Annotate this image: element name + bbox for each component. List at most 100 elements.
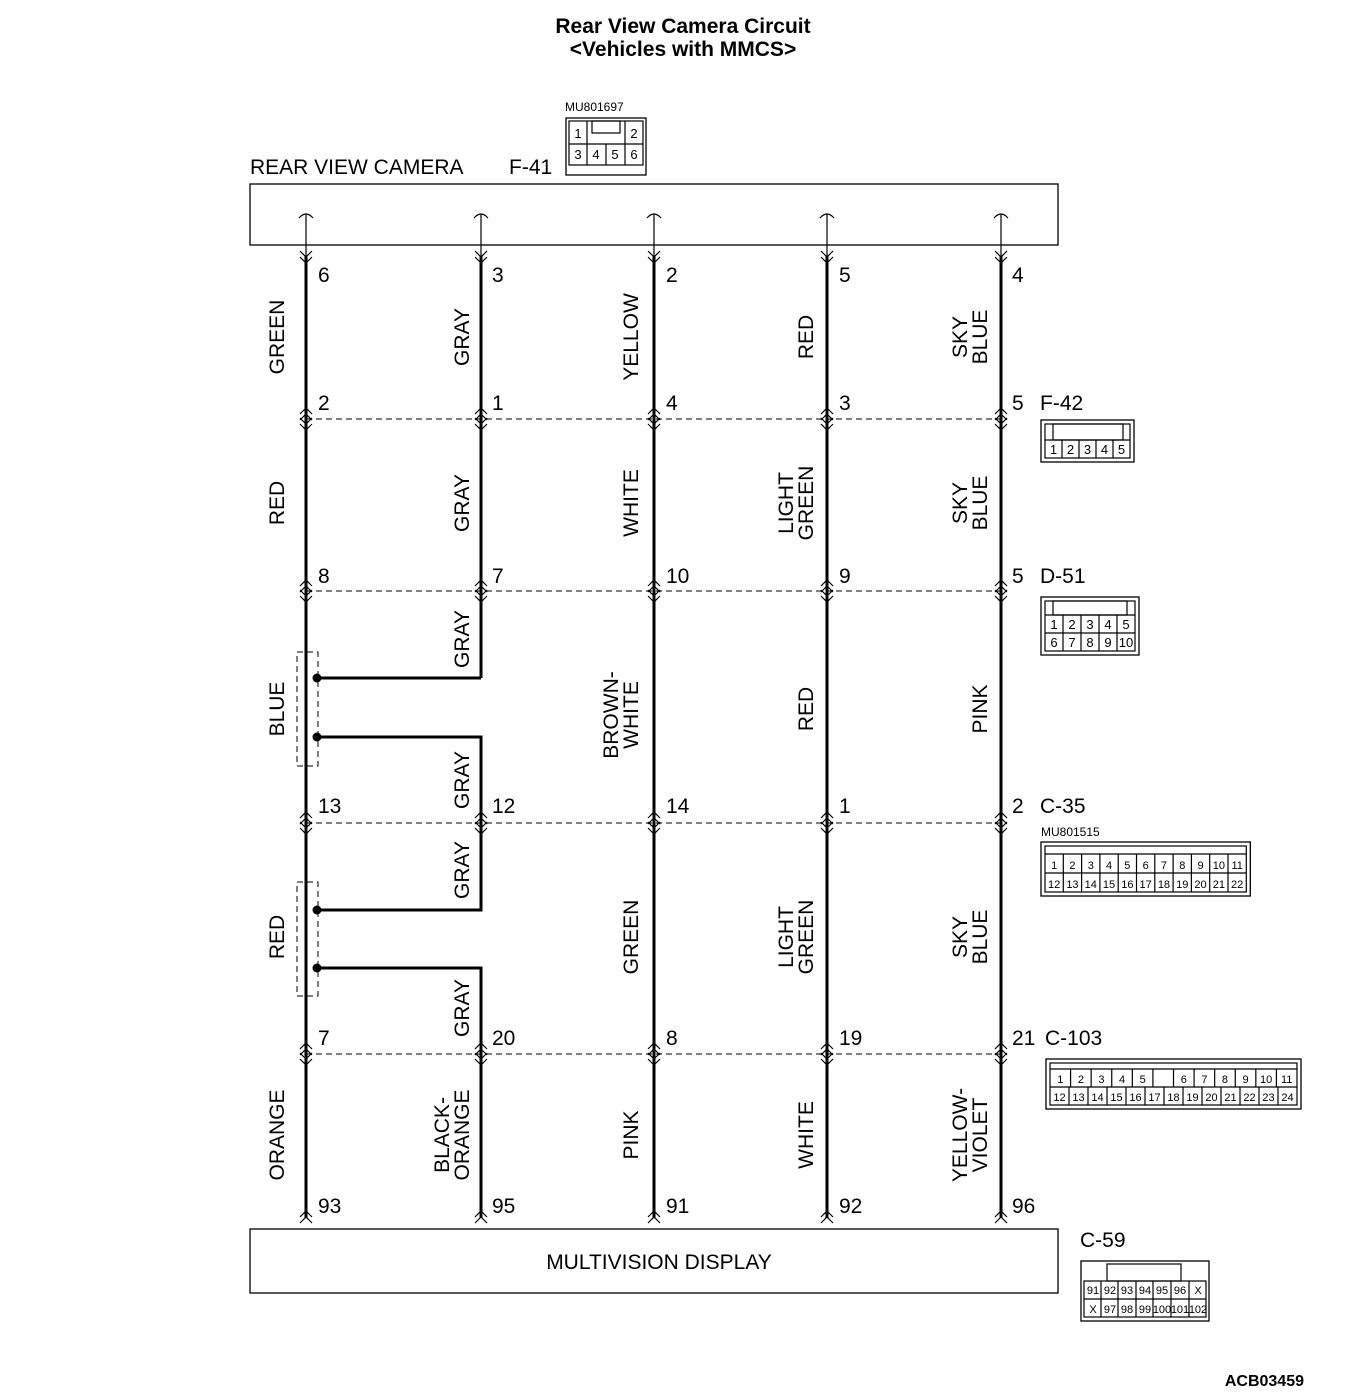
splice-dot-icon (312, 963, 322, 973)
wire-color-label: SKYBLUE (949, 910, 992, 965)
wire-color-label: BROWN-WHITE (600, 671, 643, 759)
svg-text:8: 8 (1086, 635, 1093, 650)
connector-latch-icon (1052, 600, 1128, 616)
wire-color-label: YELLOW-VIOLET (949, 1088, 992, 1182)
wire-color-label: RED (266, 915, 289, 959)
svg-text:10: 10 (1260, 1074, 1272, 1086)
c103-connector-label: C-103 (1045, 1027, 1102, 1050)
wire-color-label: GRAY (451, 610, 474, 668)
pin-number: 5 (1012, 565, 1024, 588)
pin-number: 2 (318, 392, 330, 415)
svg-text:97: 97 (1104, 1304, 1116, 1316)
pin-number: 7 (318, 1027, 330, 1050)
wire-color-label: GRAY (451, 979, 474, 1037)
svg-text:20: 20 (1194, 879, 1206, 891)
pin-number: 14 (666, 795, 690, 818)
c35-connector-label: C-35 (1040, 795, 1086, 818)
wire-color-label: PINK (969, 684, 992, 733)
svg-text:X: X (1089, 1304, 1097, 1316)
c59-connector-face: 91 92 93 94 95 96 X X 97 98 99 100 101 1… (1080, 1260, 1210, 1322)
svg-text:7: 7 (1161, 860, 1167, 872)
splice-dot-icon (312, 673, 322, 683)
pin-number: 9 (839, 565, 851, 588)
svg-text:13: 13 (1066, 879, 1078, 891)
svg-text:92: 92 (1104, 1285, 1116, 1297)
svg-text:93: 93 (1121, 1285, 1133, 1297)
connector-chevron-markers (299, 250, 1008, 1224)
svg-text:19: 19 (1176, 879, 1188, 891)
svg-text:99: 99 (1139, 1304, 1151, 1316)
svg-text:5: 5 (611, 147, 618, 162)
pin-number: 3 (492, 264, 504, 287)
svg-text:9: 9 (1197, 860, 1203, 872)
svg-text:3: 3 (1086, 617, 1093, 632)
pin-number: 92 (839, 1195, 862, 1218)
svg-text:21: 21 (1224, 1092, 1236, 1104)
f41-part-number: MU801697 (565, 100, 624, 114)
svg-text:100: 100 (1153, 1304, 1171, 1316)
svg-text:102: 102 (1189, 1304, 1207, 1316)
pin-number: 96 (1012, 1195, 1035, 1218)
wire-color-label: GREEN (266, 300, 289, 375)
splice-dot-icon (312, 732, 322, 742)
diagram-subtitle: <Vehicles with MMCS> (570, 38, 796, 61)
wire-color-label: GREEN (620, 900, 643, 975)
svg-text:4: 4 (1104, 617, 1111, 632)
pin-number: 93 (318, 1195, 341, 1218)
pin-number: 4 (666, 392, 678, 415)
wire-color-label: RED (266, 481, 289, 525)
svg-text:96: 96 (1174, 1285, 1186, 1297)
svg-text:22: 22 (1231, 879, 1243, 891)
svg-text:14: 14 (1085, 879, 1097, 891)
svg-text:4: 4 (592, 147, 599, 162)
pin-number: 95 (492, 1195, 515, 1218)
svg-text:2: 2 (1067, 442, 1074, 457)
pin-number: 19 (839, 1027, 862, 1050)
wire-color-label: SKYBLUE (949, 476, 992, 531)
svg-text:91: 91 (1087, 1285, 1099, 1297)
wire-color-label: RED (795, 687, 818, 731)
pin-number: 12 (492, 795, 515, 818)
svg-text:6: 6 (630, 147, 637, 162)
svg-text:6: 6 (1143, 860, 1149, 872)
wire-color-label: GRAY (451, 474, 474, 532)
camera-pin-stubs (298, 213, 1009, 256)
wire-color-label: BLUE (266, 682, 289, 737)
svg-text:16: 16 (1129, 1092, 1141, 1104)
svg-text:1: 1 (1051, 860, 1057, 872)
pin-number: 91 (666, 1195, 689, 1218)
shield-splice-lower (296, 881, 322, 997)
svg-text:2: 2 (1068, 617, 1075, 632)
pin-number: 2 (1012, 795, 1024, 818)
c59-connector-label: C-59 (1080, 1229, 1126, 1252)
svg-text:5: 5 (1124, 860, 1130, 872)
svg-text:95: 95 (1156, 1285, 1168, 1297)
svg-text:18: 18 (1158, 879, 1170, 891)
wire-color-label: GRAY (451, 308, 474, 366)
wire-color-labels: GREENREDBLUEREDORANGEGRAYGRAYGRAYGRAYGRA… (266, 293, 992, 1182)
wire-color-label: SKYBLUE (949, 310, 992, 365)
svg-text:1: 1 (1057, 1074, 1063, 1086)
wire-2 (317, 256, 483, 1218)
svg-text:8: 8 (1222, 1074, 1228, 1086)
svg-text:94: 94 (1139, 1285, 1151, 1297)
svg-text:4: 4 (1119, 1074, 1125, 1086)
svg-text:98: 98 (1121, 1304, 1133, 1316)
svg-text:21: 21 (1213, 879, 1225, 891)
wire-color-label: RED (795, 315, 818, 359)
wire-color-label: LIGHTGREEN (775, 900, 818, 975)
wire-color-label: WHITE (620, 469, 643, 537)
svg-text:19: 19 (1186, 1092, 1198, 1104)
multivision-display-label: MULTIVISION DISPLAY (546, 1251, 772, 1274)
pin-number: 3 (839, 392, 851, 415)
wire-color-label: PINK (620, 1110, 643, 1159)
rear-view-camera-label: REAR VIEW CAMERA (250, 156, 464, 179)
svg-text:101: 101 (1171, 1304, 1189, 1316)
svg-text:7: 7 (1068, 635, 1075, 650)
svg-text:13: 13 (1072, 1092, 1084, 1104)
f41-connector-face: 1 2 3 4 5 6 (565, 117, 647, 176)
pin-number: 5 (839, 264, 851, 287)
svg-text:9: 9 (1104, 635, 1111, 650)
